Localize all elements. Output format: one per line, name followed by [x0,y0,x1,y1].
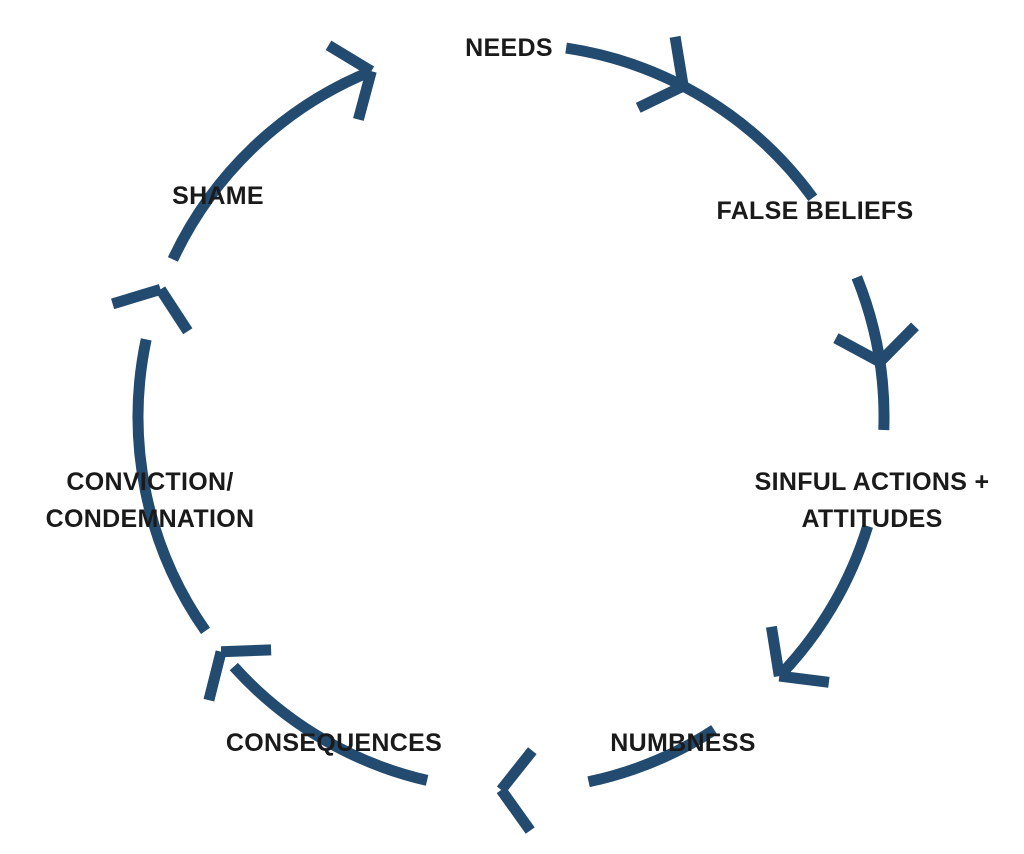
cycle-arc-segment [229,662,429,786]
arrowhead-icon [111,284,193,335]
node-label-line: FALSE BELIEFS [717,197,914,225]
arrowhead-icon [635,35,689,113]
node-label-consequences: CONSEQUENCES [226,729,442,757]
node-label-line: SINFUL ACTIONS + [755,468,990,496]
cycle-arc-segment [132,338,211,635]
arrowhead-icon [833,322,919,367]
arrowhead-icon [765,625,830,688]
cycle-arc-segment [775,524,873,680]
arrowhead-icon [203,644,272,702]
cycle-arc-segment [565,42,818,202]
arrowhead-icon [496,747,537,834]
node-label-line: SHAME [172,182,264,210]
node-label-sinful-actions-attitudes: SINFUL ACTIONS + ATTITUDES [755,468,990,533]
node-label-line: NEEDS [465,34,553,62]
node-label-line: CONDEMNATION [46,505,255,533]
arrowhead-icon [325,40,377,121]
node-label-conviction-condemnation: CONVICTION/CONDEMNATION [46,468,255,533]
cycle-arcs [132,42,890,788]
cycle-arc-segment [587,725,718,788]
node-label-numbness: NUMBNESS [610,729,755,757]
cycle-arc-segment [167,66,374,262]
node-label-line: NUMBNESS [610,729,755,757]
node-label-line: CONVICTION/ [66,468,233,496]
cycle-arc-segment [851,275,890,431]
node-label-false-beliefs: FALSE BELIEFS [717,197,914,225]
node-label-line: ATTITUDES [801,505,942,533]
cycle-arrows [111,35,919,834]
cycle-labels: NEEDS FALSE BELIEFS SINFUL ACTIONS + ATTITU… [46,34,990,757]
node-label-line: CONSEQUENCES [226,729,442,757]
node-label-needs: NEEDS [465,34,553,62]
node-label-shame: SHAME [172,182,264,210]
